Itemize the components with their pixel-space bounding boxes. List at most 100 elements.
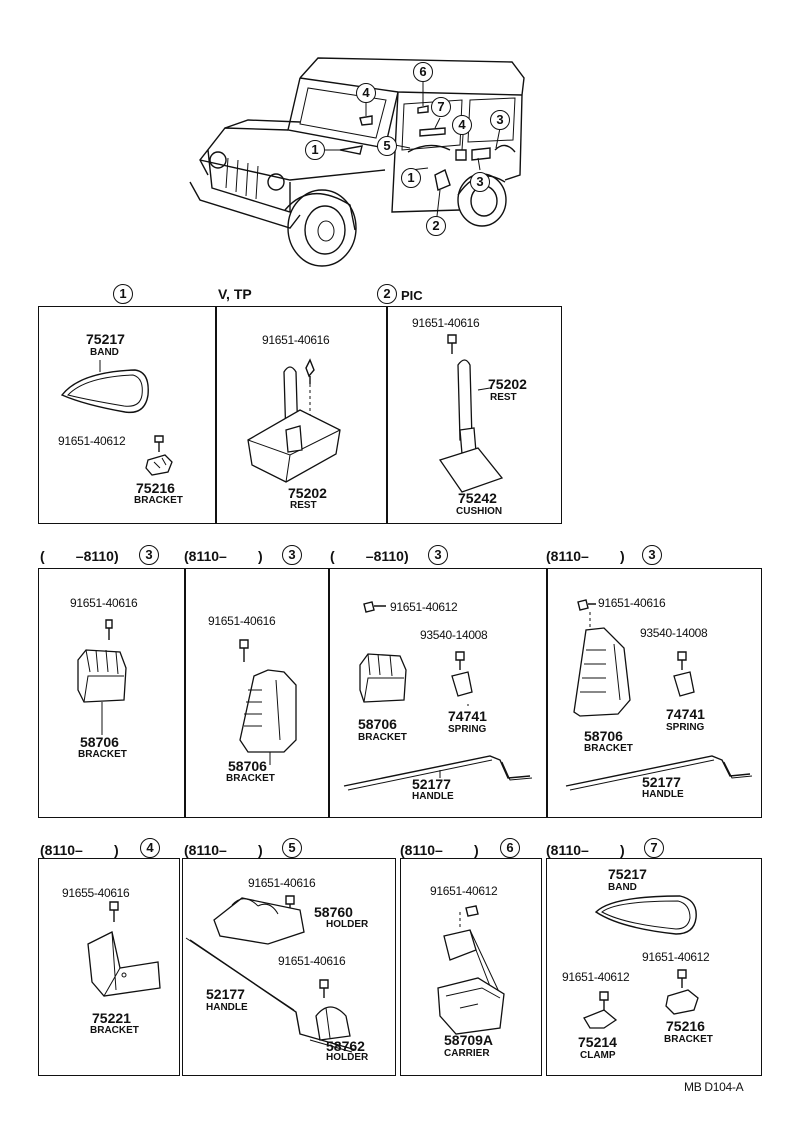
header-r3a-range: (8110– ) bbox=[40, 842, 119, 858]
header-r2c-range: ( –8110) bbox=[330, 548, 409, 564]
p2-rest-part-no: 75202 bbox=[288, 485, 327, 501]
panel-1-band bbox=[38, 306, 216, 524]
r3b-holder-part-no: 58760 bbox=[314, 904, 353, 920]
overview-callout-1a: 1 bbox=[305, 140, 325, 160]
header-r2d-circle: 3 bbox=[642, 545, 662, 565]
header-circle-1: 1 bbox=[113, 284, 133, 304]
overview-callout-7: 7 bbox=[431, 97, 451, 117]
r2d-spring-name: SPRING bbox=[666, 722, 705, 733]
r2c-spring-name: SPRING bbox=[448, 724, 487, 735]
overview-callout-3b: 3 bbox=[470, 172, 490, 192]
r3a-bracket-part-no: 75221 bbox=[92, 1010, 131, 1026]
r3c-carrier-name: CARRIER bbox=[444, 1048, 490, 1059]
r2a-bolt-part-no: 91651-40616 bbox=[70, 596, 138, 610]
r3a-bracket-name: BRACKET bbox=[90, 1025, 139, 1036]
r3c-carrier-part-no: 58709A bbox=[444, 1032, 494, 1048]
r3b-bolt2-part-no: 91651-40616 bbox=[278, 954, 346, 968]
r2c-bracket-part-no: 58706 bbox=[358, 716, 397, 732]
r3d-bolt-part-no: 91651-40612 bbox=[562, 970, 630, 984]
p3-bolt-part-no: 91651-40616 bbox=[412, 316, 480, 330]
r2d-bolt2-part-no: 93540-14008 bbox=[640, 626, 708, 640]
r3d-clamp-part-no: 75214 bbox=[578, 1034, 617, 1050]
header-r3a-circle: 4 bbox=[140, 838, 160, 858]
p3-cushion-name: CUSHION bbox=[456, 506, 503, 517]
r3c-bolt-part-no: 91651-40612 bbox=[430, 884, 498, 898]
panel-r2d-bracket-spring-handle bbox=[546, 568, 762, 818]
panel-r3a-bracket bbox=[38, 858, 180, 1076]
overview-callout-4a: 4 bbox=[356, 83, 376, 103]
r2c-bracket-name: BRACKET bbox=[358, 732, 407, 743]
p1-bracket-name: BRACKET bbox=[134, 495, 183, 506]
p1-band-part-no: 75217 bbox=[86, 331, 125, 347]
r3b-holder-name: HOLDER bbox=[326, 919, 369, 930]
r2c-handle-part-no: 52177 bbox=[412, 776, 451, 792]
panel-r3d-band-clamp bbox=[546, 858, 762, 1076]
r3b-holder2-part-no: 58762 bbox=[326, 1038, 365, 1054]
r3d-band-part-no: 75217 bbox=[608, 866, 647, 882]
header-r3b-range: (8110– ) bbox=[184, 842, 263, 858]
r2d-handle-name: HANDLE bbox=[642, 789, 684, 800]
panel-r2b-bracket bbox=[184, 568, 330, 818]
header-r3d-range: (8110– ) bbox=[546, 842, 625, 858]
header-r2c-circle: 3 bbox=[428, 545, 448, 565]
p3-rest-name: REST bbox=[490, 392, 517, 403]
p2-rest-name: REST bbox=[290, 500, 317, 511]
r2d-bracket-part-no: 58706 bbox=[584, 728, 623, 744]
p3-cushion-part-no: 75242 bbox=[458, 490, 497, 506]
panel-r3b-holder-handle bbox=[182, 858, 396, 1076]
r2d-bolt-part-no: 91651-40616 bbox=[598, 596, 666, 610]
vehicle-drawing bbox=[189, 57, 525, 267]
panel-r3c-carrier bbox=[400, 858, 542, 1076]
r2c-bolt-part-no: 91651-40612 bbox=[390, 600, 458, 614]
panel-r2c-bracket-spring-handle bbox=[328, 568, 548, 818]
r2d-spring-part-no: 74741 bbox=[666, 706, 705, 722]
r2b-bolt-part-no: 91651-40616 bbox=[208, 614, 276, 628]
r2d-handle-part-no: 52177 bbox=[642, 774, 681, 790]
header-variant-pic: PIC bbox=[401, 288, 423, 303]
r3a-bolt-part-no: 91655-40616 bbox=[62, 886, 130, 900]
r3b-handle-name: HANDLE bbox=[206, 1002, 248, 1013]
overview-callout-5: 5 bbox=[377, 136, 397, 156]
header-circle-2: 2 bbox=[377, 284, 397, 304]
overview-callout-2: 2 bbox=[426, 216, 446, 236]
overview-callout-3a: 3 bbox=[490, 110, 510, 130]
r3d-bolt2-part-no: 91651-40612 bbox=[642, 950, 710, 964]
r3d-clamp-name: CLAMP bbox=[580, 1050, 616, 1061]
r3d-bracket-part-no: 75216 bbox=[666, 1018, 705, 1034]
overview-callout-1b: 1 bbox=[401, 168, 421, 188]
header-variant-v-tp: V, TP bbox=[218, 286, 252, 302]
p1-bracket-part-no: 75216 bbox=[136, 480, 175, 496]
r3b-bolt-part-no: 91651-40616 bbox=[248, 876, 316, 890]
r2c-bolt2-part-no: 93540-14008 bbox=[420, 628, 488, 642]
header-r3d-circle: 7 bbox=[644, 838, 664, 858]
r3d-bracket-name: BRACKET bbox=[664, 1034, 713, 1045]
header-r2b-range: (8110– ) bbox=[184, 548, 263, 564]
r3d-band-name: BAND bbox=[608, 882, 637, 893]
r2b-bracket-part-no: 58706 bbox=[228, 758, 267, 774]
r2b-bracket-name: BRACKET bbox=[226, 773, 275, 784]
header-r3c-circle: 6 bbox=[500, 838, 520, 858]
p2-bolt-part-no: 91651-40616 bbox=[262, 333, 330, 347]
panel-2-rest-pic bbox=[386, 306, 562, 524]
r2c-spring-part-no: 74741 bbox=[448, 708, 487, 724]
header-r2a-range: ( –8110) bbox=[40, 548, 119, 564]
overview-callout-4b: 4 bbox=[452, 115, 472, 135]
diagram-code: MB D104-A bbox=[684, 1080, 744, 1094]
r3b-holder2-name: HOLDER bbox=[326, 1052, 369, 1063]
r2c-handle-name: HANDLE bbox=[412, 791, 454, 802]
panel-r2a-bracket bbox=[38, 568, 186, 818]
header-r3c-range: (8110– ) bbox=[400, 842, 479, 858]
header-r2d-range: (8110– ) bbox=[546, 548, 625, 564]
p1-bolt-part-no: 91651-40612 bbox=[58, 434, 126, 448]
header-r2b-circle: 3 bbox=[282, 545, 302, 565]
r2d-bracket-name: BRACKET bbox=[584, 743, 633, 754]
header-r2a-circle: 3 bbox=[139, 545, 159, 565]
r3b-handle-part-no: 52177 bbox=[206, 986, 245, 1002]
p1-band-name: BAND bbox=[90, 347, 119, 358]
r2a-bracket-part-no: 58706 bbox=[80, 734, 119, 750]
panel-2-rest-vtp bbox=[216, 306, 388, 524]
overview-callout-6: 6 bbox=[413, 62, 433, 82]
header-r3b-circle: 5 bbox=[282, 838, 302, 858]
p3-rest-part-no: 75202 bbox=[488, 376, 527, 392]
